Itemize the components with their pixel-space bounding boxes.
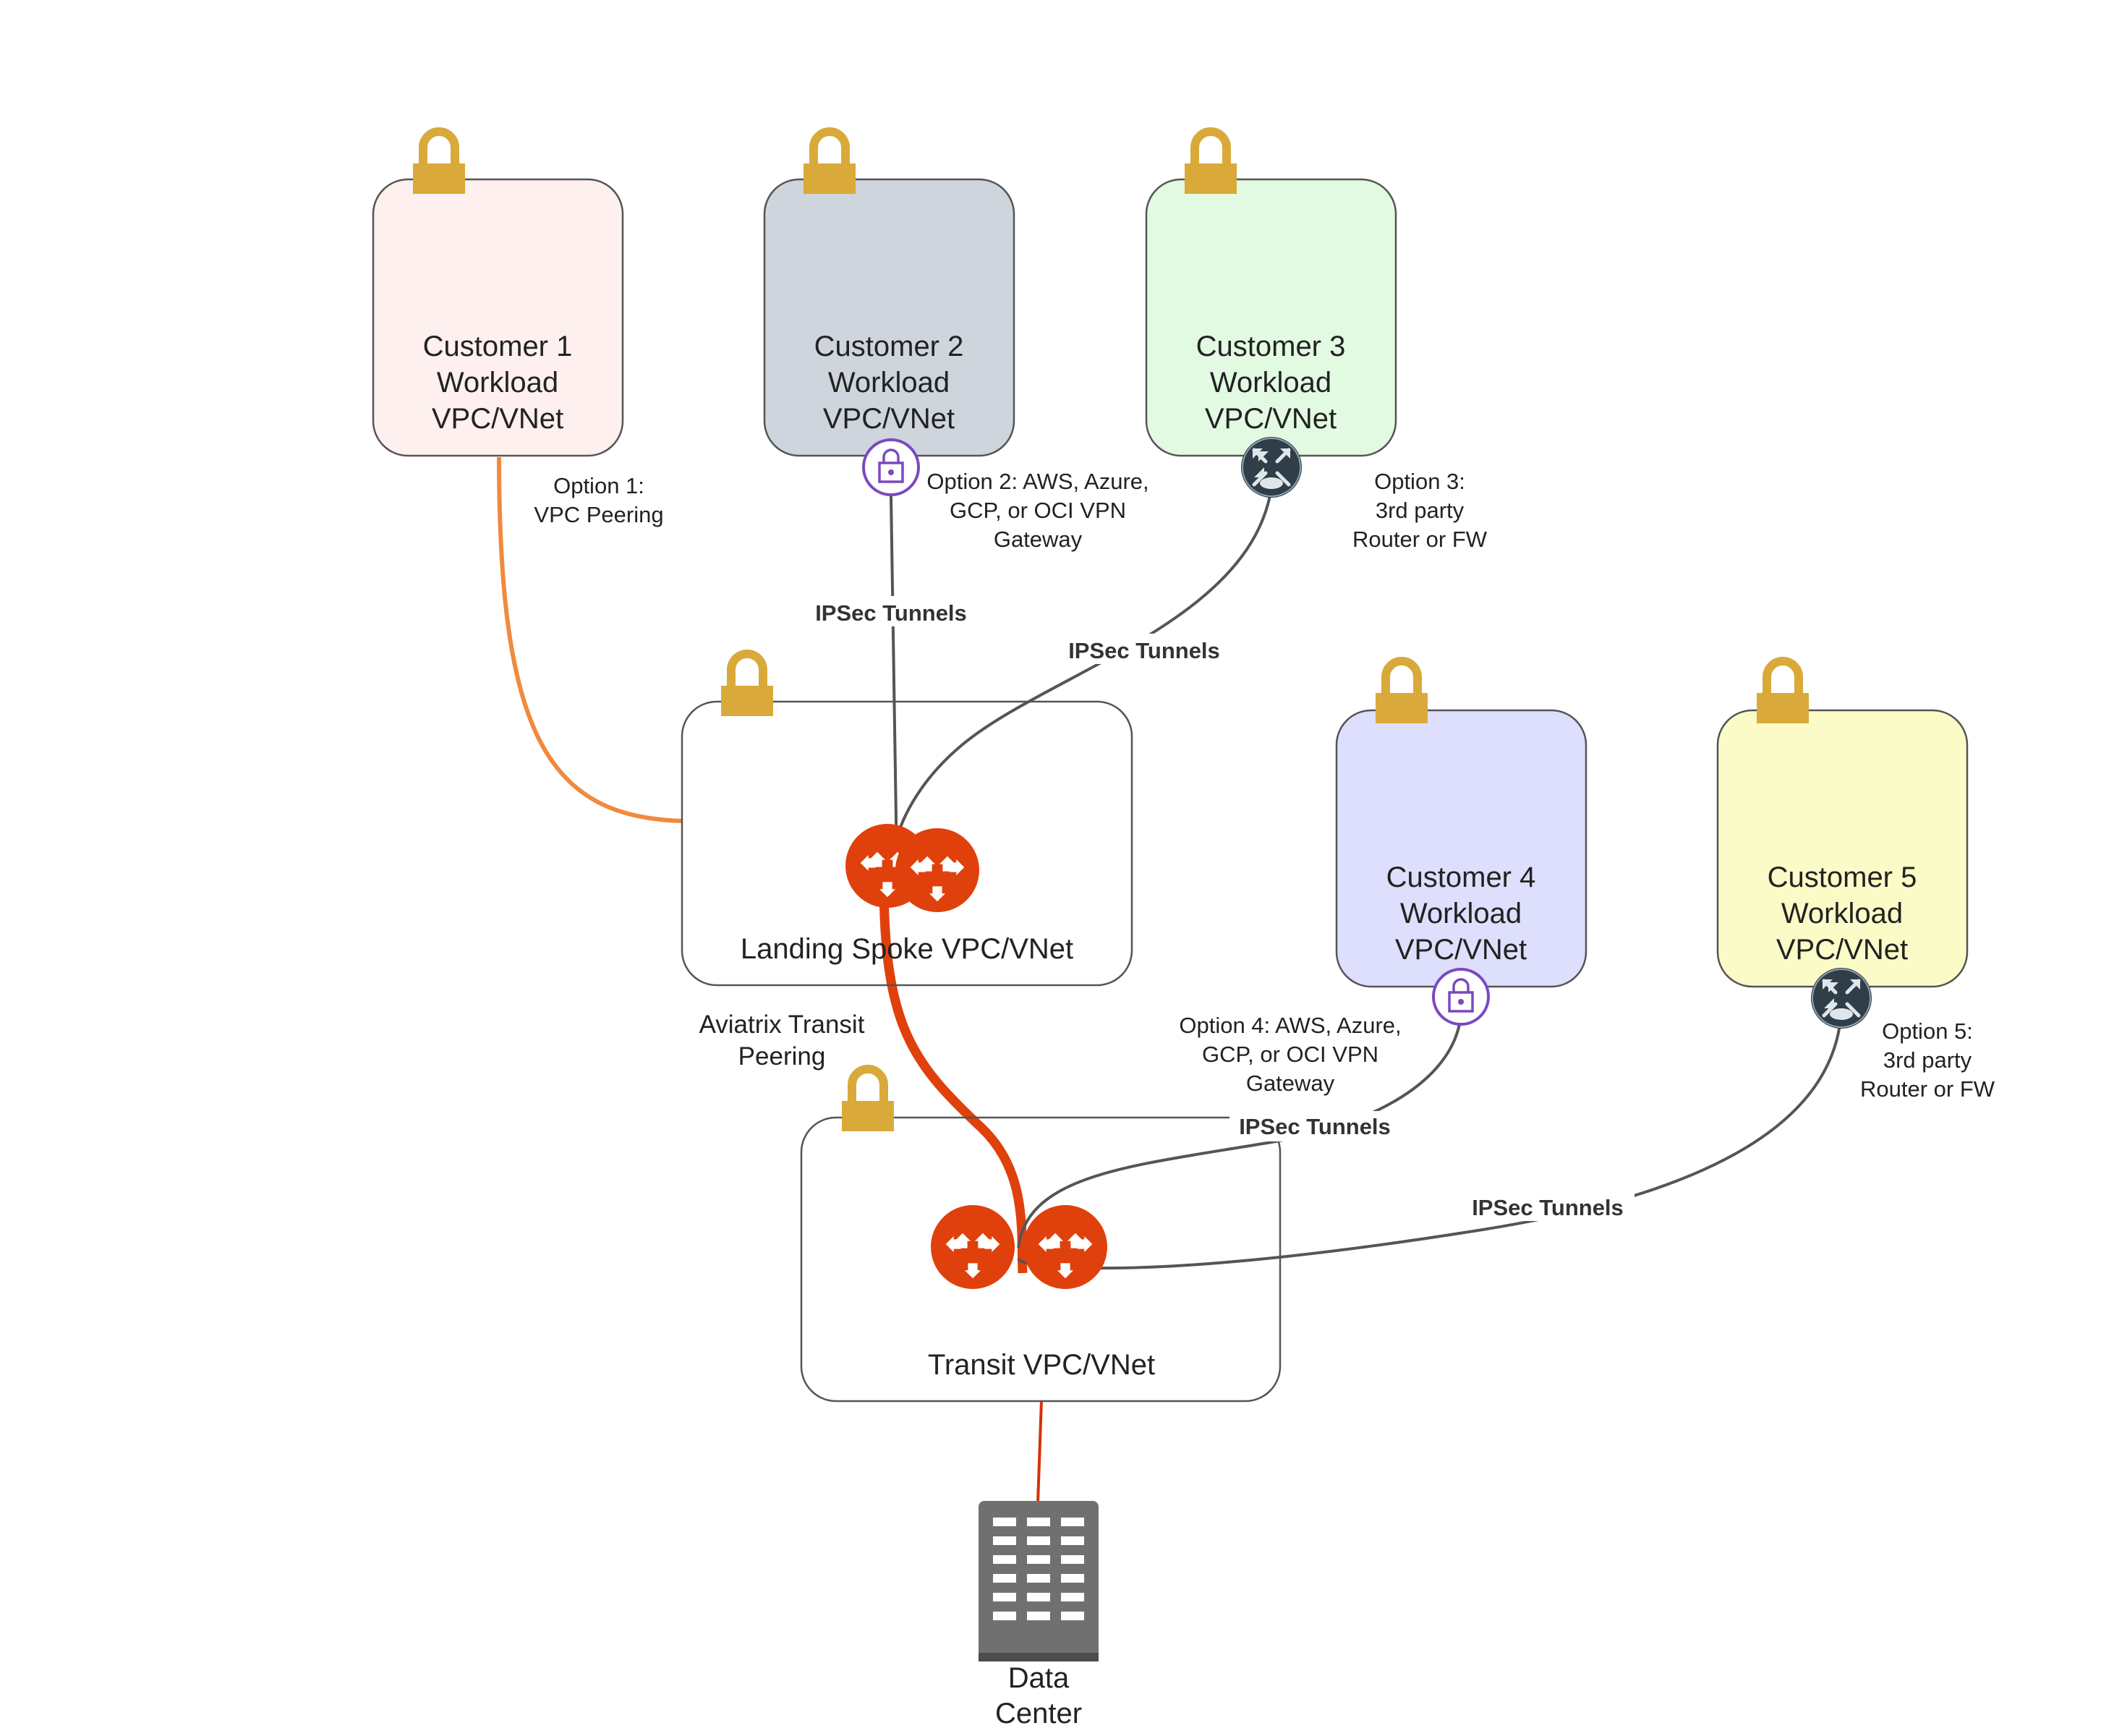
lock-icon <box>721 654 773 716</box>
customer-5-type: VPC/VNet <box>1776 934 1908 966</box>
customer-5-subtitle: Workload <box>1781 898 1903 929</box>
customer-4-vpc: Customer 4 Workload VPC/VNet <box>1335 661 1587 988</box>
lock-icon <box>804 132 856 194</box>
option-note-line: Gateway <box>1246 1071 1335 1096</box>
option-3-note: Option 3: 3rd party Router or FW <box>1352 469 1488 552</box>
customer-2-type: VPC/VNet <box>823 403 955 435</box>
option-note-line: Router or FW <box>1352 527 1488 552</box>
option-note-line: Option 2: AWS, Azure, <box>926 469 1148 494</box>
ipsec-tunnels-label: IPSec Tunnels <box>1068 638 1220 663</box>
aviatrix-spoke-gateway-icon <box>895 828 979 912</box>
data-center-label: Data <box>1008 1662 1070 1694</box>
landing-spoke-vpc: Landing Spoke VPC/VNet <box>681 654 1133 987</box>
option-4-note: Option 4: AWS, Azure, GCP, or OCI VPN Ga… <box>1179 1013 1401 1096</box>
third-party-router-icon <box>1241 437 1302 498</box>
option-note-line: Gateway <box>994 527 1083 552</box>
peering-label-line: Aviatrix Transit <box>699 1010 865 1039</box>
lock-icon <box>413 132 465 194</box>
tunnel-line-customer2 <box>890 495 898 865</box>
customer-4-type: VPC/VNet <box>1395 934 1527 966</box>
third-party-router-icon <box>1811 968 1872 1029</box>
tunnel-line-customer5 <box>1017 1024 1841 1270</box>
option-note-line: GCP, or OCI VPN <box>1202 1042 1378 1067</box>
lock-icon <box>1185 132 1237 194</box>
option-note-line: Option 4: AWS, Azure, <box>1179 1013 1401 1038</box>
option-note-line: VPC Peering <box>534 502 663 527</box>
option-5-note: Option 5: 3rd party Router or FW <box>1860 1018 1995 1102</box>
ipsec-tunnels-label: IPSec Tunnels <box>815 600 967 626</box>
customer-2-vpc: Customer 2 Workload VPC/VNet <box>763 132 1015 457</box>
lock-icon <box>1376 661 1428 723</box>
customer-3-vpc: Customer 3 Workload VPC/VNet <box>1145 132 1397 457</box>
customer-3-type: VPC/VNet <box>1205 403 1337 435</box>
lock-icon <box>1757 661 1809 723</box>
option-note-line: Option 5: <box>1882 1018 1973 1044</box>
transit-peering-line <box>879 878 1028 1274</box>
lock-icon <box>842 1069 894 1131</box>
landing-spoke-label: Landing Spoke VPC/VNet <box>741 933 1073 965</box>
option-note-line: 3rd party <box>1376 498 1465 523</box>
ipsec-tunnels-label: IPSec Tunnels <box>1472 1195 1624 1220</box>
building-icon <box>979 1501 1099 1661</box>
tunnel-line-customer3 <box>892 487 1273 854</box>
transit-peering-note: Aviatrix Transit Peering <box>699 1010 865 1071</box>
customer-1-type: VPC/VNet <box>432 403 563 435</box>
customer-5-vpc: Customer 5 Workload VPC/VNet <box>1716 661 1969 988</box>
aviatrix-transit-gateway-icon <box>1023 1205 1107 1289</box>
transit-label: Transit VPC/VNet <box>928 1349 1155 1381</box>
option-note-line: Option 3: <box>1374 469 1465 494</box>
peering-label-line: Peering <box>738 1042 826 1071</box>
customer-4-title: Customer 4 <box>1386 861 1536 893</box>
customer-3-title: Customer 3 <box>1196 331 1346 362</box>
customer-1-title: Customer 1 <box>423 331 573 362</box>
customer-3-subtitle: Workload <box>1210 367 1331 399</box>
customer-1-subtitle: Workload <box>437 367 558 399</box>
customer-2-subtitle: Workload <box>828 367 950 399</box>
option-note-line: 3rd party <box>1883 1047 1972 1073</box>
option-1-note: Option 1: VPC Peering <box>534 473 663 527</box>
vpn-gateway-icon <box>862 438 920 496</box>
data-center: Data Center <box>979 1501 1099 1729</box>
customer-4-subtitle: Workload <box>1400 898 1522 929</box>
transit-vpc: Transit VPC/VNet <box>800 1069 1282 1403</box>
option-note-line: Router or FW <box>1860 1076 1995 1102</box>
customer-5-title: Customer 5 <box>1768 861 1917 893</box>
customer-1-vpc: Customer 1 Workload VPC/VNet <box>372 132 624 457</box>
vpc-peering-line <box>497 456 683 823</box>
ipsec-tunnels-label: IPSec Tunnels <box>1239 1114 1391 1139</box>
tunnel-line-customer4 <box>1017 1024 1461 1248</box>
vpn-gateway-icon <box>1432 968 1490 1026</box>
data-center-label: Center <box>995 1698 1082 1729</box>
datacenter-link <box>1036 1400 1043 1504</box>
option-note-line: Option 1: <box>553 473 644 498</box>
option-2-note: Option 2: AWS, Azure, GCP, or OCI VPN Ga… <box>926 469 1148 552</box>
aviatrix-transit-gateway-icon <box>931 1205 1015 1289</box>
customer-2-title: Customer 2 <box>814 331 964 362</box>
option-note-line: GCP, or OCI VPN <box>950 498 1126 523</box>
